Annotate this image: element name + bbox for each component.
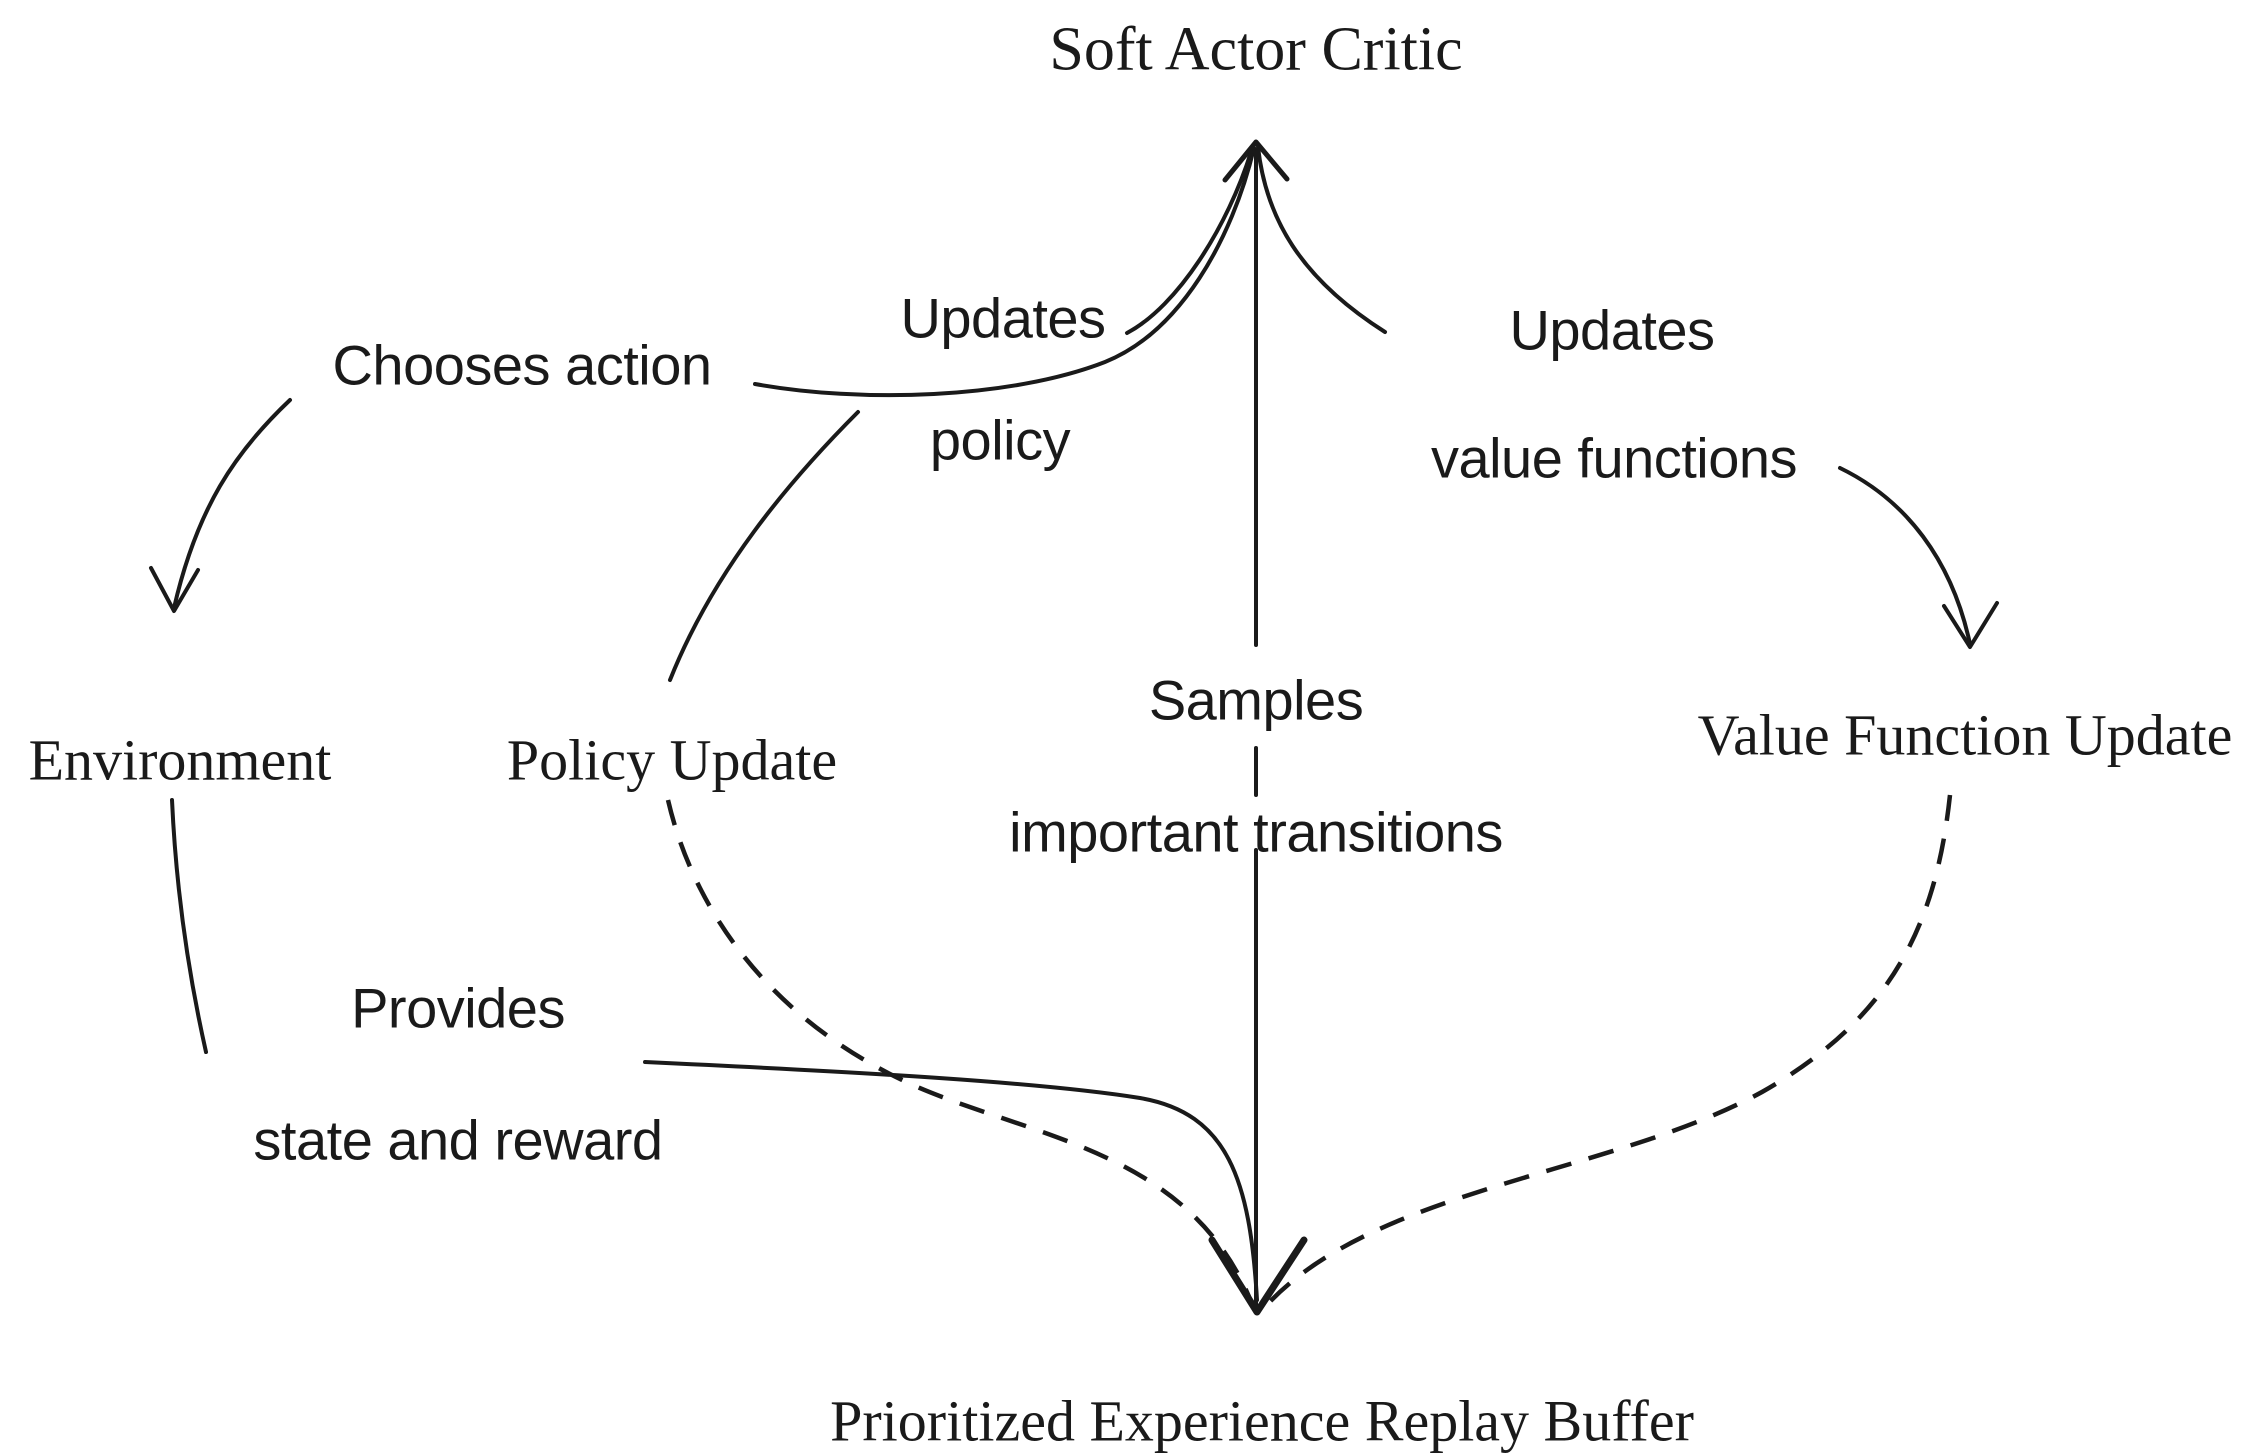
updates-value-functions-curve-upper [1256,145,1387,334]
policy-update-to-buffer-dashed-curve [665,799,1255,1305]
node-soft-actor-critic: Soft Actor Critic [1049,15,1463,84]
chooses-action-curve-left [172,398,292,610]
edge-label-samples-line2: important transitions [1009,800,1503,864]
arrowhead-to-environment-icon [149,566,200,613]
edge-label-provides-line2: state and reward [253,1108,663,1172]
edge-label-provides-line1: Provides [351,976,565,1040]
edge-label-updates-value-functions-line2: value functions [1430,426,1798,490]
arrowhead-down-icon [1208,1236,1308,1316]
edge-label-updates-value-functions-line1: Updates [1509,298,1715,362]
edge-label-updates-policy-line2: policy [929,408,1071,472]
edge-label-chooses-action: Chooses action [332,333,712,397]
node-policy-update: Policy Update [506,727,838,793]
node-replay-buffer: Prioritized Experience Replay Buffer [830,1388,1694,1453]
edge-label-samples-line1: Samples [1148,668,1364,732]
arrowhead-up-icon [1222,139,1290,183]
chooses-action-curve-right [753,146,1256,398]
arrowhead-to-value-function-update-icon [1942,601,1999,649]
chooses-action-curve-companion [1125,150,1253,335]
edge-label-updates-policy-line1: Updates [900,286,1106,350]
node-value-function-update: Value Function Update [1697,702,2233,768]
provides-curve-lower [643,1060,1259,1302]
node-environment: Environment [28,727,332,793]
value-function-update-to-buffer-dashed-curve [1262,794,1953,1310]
updates-policy-curve [668,410,860,682]
provides-curve-upper [170,798,208,1054]
updates-value-functions-curve-lower [1838,466,1972,646]
